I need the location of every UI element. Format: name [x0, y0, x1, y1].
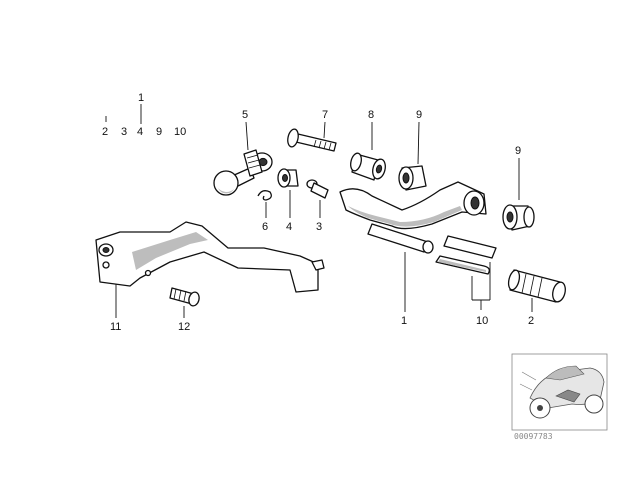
thread-1	[246, 154, 259, 159]
part-12-bolt: 12	[169, 287, 200, 333]
cover-upper	[443, 235, 497, 259]
bolt12-thread-2	[178, 289, 182, 301]
bracket-body	[95, 221, 319, 293]
index-label-2: 2	[102, 126, 108, 138]
sleeve-end-left	[350, 152, 362, 172]
label-3: 3	[316, 221, 322, 233]
motorcycle-line-1	[519, 383, 533, 391]
label-7: 7	[322, 109, 328, 121]
bracket-stud	[311, 259, 325, 271]
bolt-thread-3	[323, 141, 327, 150]
part-3-screw: 3	[306, 179, 329, 233]
motorcycle-engine	[555, 389, 581, 403]
motorcycle-windshield	[545, 365, 585, 381]
label-12: 12	[178, 321, 190, 333]
index-group: 1 2 3 4 9 10	[102, 92, 186, 138]
bushing-right-rim	[523, 206, 535, 228]
part-4-rubber-bush: 4	[277, 168, 299, 233]
label-6: 6	[262, 221, 268, 233]
label-4: 4	[286, 221, 292, 233]
label-8: 8	[368, 109, 374, 121]
lever-peg-end	[422, 240, 434, 254]
bracket-hole-mid	[144, 269, 152, 277]
part-9-bushing-right: 9	[502, 145, 535, 231]
part-6-circlip: 6	[257, 190, 272, 233]
index-label-1: 1	[138, 92, 144, 104]
label-9a: 9	[416, 109, 422, 121]
ball-shank	[243, 149, 263, 177]
circlip	[257, 190, 272, 201]
lever-shade	[348, 206, 462, 227]
part-10-covers: 10	[435, 235, 497, 327]
bracket-shade	[132, 232, 208, 270]
index-label-4: 4	[137, 126, 143, 138]
part-8-sleeve: 8	[350, 109, 386, 181]
motorcycle-rear-wheel	[584, 394, 604, 414]
leader-5	[245, 121, 249, 151]
part-7-bolt: 7	[287, 109, 337, 152]
sleeve-bore	[375, 164, 383, 174]
index-label-3: 3	[121, 126, 127, 138]
part-9-bushing-top: 9	[398, 109, 427, 191]
thread-3	[248, 164, 261, 169]
index-label-9: 9	[156, 126, 162, 138]
part-5-ball-joint: 5	[213, 109, 273, 196]
part-2-footpeg-rubber: 2	[507, 269, 566, 327]
thread-2	[247, 159, 260, 164]
motorcycle-front-hub	[537, 405, 543, 411]
label-2: 2	[528, 315, 534, 327]
screw-shank	[310, 182, 329, 199]
bolt-thread-4	[328, 142, 332, 151]
label-5: 5	[242, 109, 248, 121]
label-9b: 9	[515, 145, 521, 157]
catalog-number: 00097783	[514, 432, 553, 441]
label-1: 1	[401, 315, 407, 327]
label-11: 11	[110, 321, 121, 333]
rubber-bush-bore	[282, 174, 288, 182]
leader-9a	[417, 121, 420, 165]
footpeg-rib-1	[521, 273, 527, 294]
footpeg-face-left	[507, 269, 521, 291]
footpeg-rib-3	[537, 277, 543, 298]
bolt12-thread-3	[183, 290, 187, 302]
bolt12-head	[188, 291, 200, 307]
label-10: 10	[476, 315, 488, 327]
index-label-10: 10	[174, 126, 186, 138]
bushing-top-bore	[402, 172, 410, 184]
bolt-thread-1	[313, 139, 317, 148]
bracket-eye-hole	[102, 247, 110, 253]
bracket-hole-lower	[102, 261, 110, 269]
motorcycle-thumbnail: 00097783	[511, 353, 608, 441]
bolt-thread-2	[318, 140, 322, 149]
bolt-head	[287, 128, 299, 148]
part-1-lever: 1	[339, 181, 487, 327]
leader-7	[323, 121, 326, 139]
bolt-shank	[295, 133, 337, 152]
bushing-right-bore	[506, 211, 514, 223]
lever-peg	[367, 223, 429, 253]
footpeg-face-right	[552, 281, 566, 303]
motorcycle-line-2	[521, 371, 537, 381]
footpeg-rib-2	[529, 275, 535, 296]
lever-eye-bore	[470, 196, 480, 210]
bolt12-thread-1	[173, 288, 177, 300]
part-11-bracket: 11	[95, 221, 325, 333]
cover-lower-shade	[438, 259, 486, 272]
ball-head	[213, 170, 239, 196]
ball-shade	[218, 188, 234, 194]
